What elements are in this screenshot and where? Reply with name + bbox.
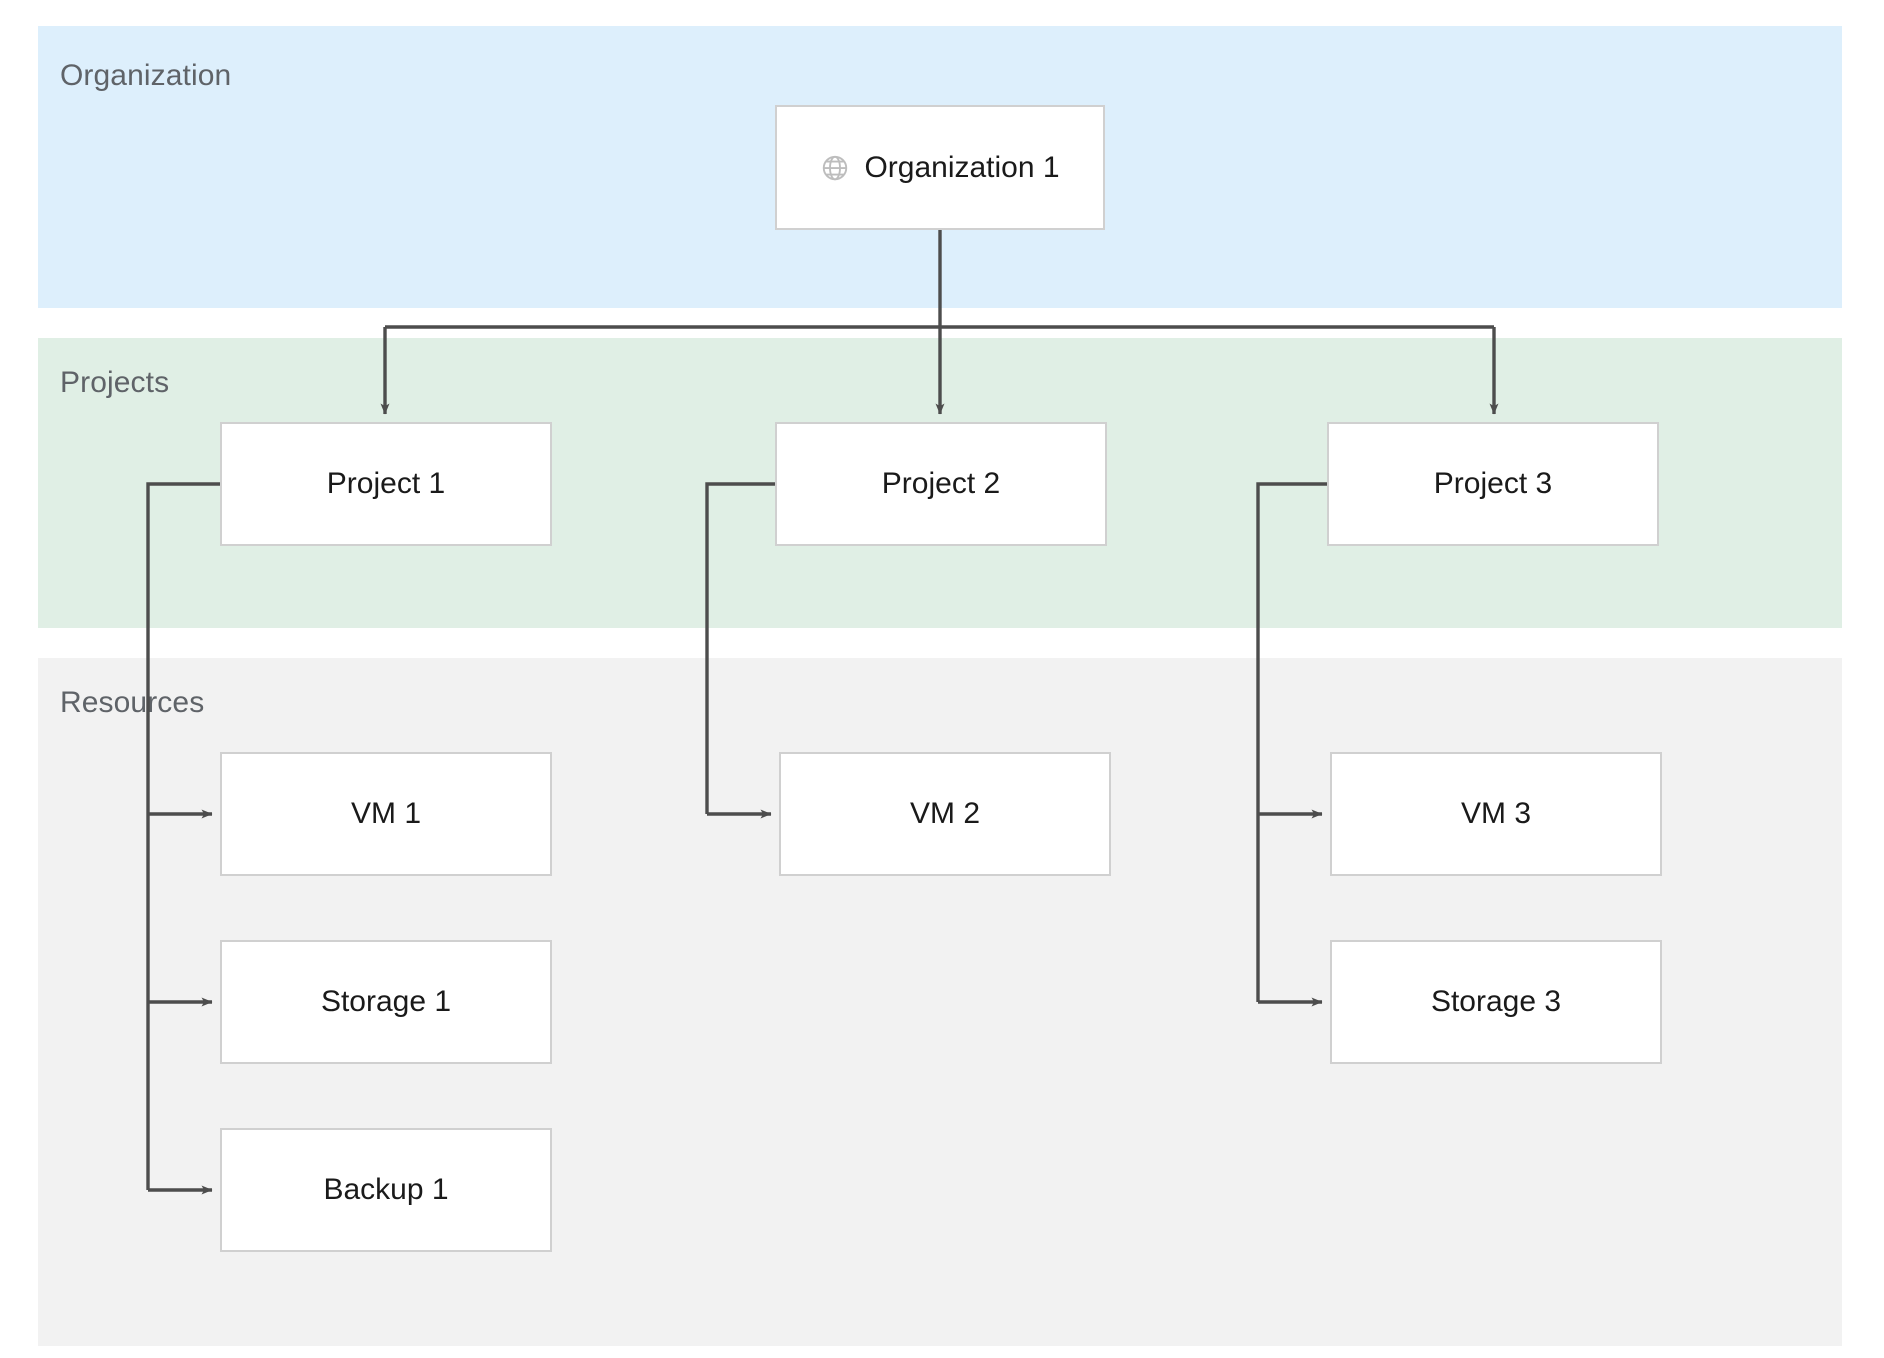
node-vm-1[interactable]: VM 1	[220, 752, 552, 876]
node-label-project-1: Project 1	[326, 467, 446, 500]
node-project-3[interactable]: Project 3	[1327, 422, 1659, 546]
node-label-vm-3: VM 3	[1460, 797, 1532, 830]
band-label-resources: Resources	[60, 686, 205, 719]
node-label-storage-1: Storage 1	[320, 985, 452, 1018]
node-vm-2[interactable]: VM 2	[779, 752, 1111, 876]
node-backup-1[interactable]: Backup 1	[220, 1128, 552, 1252]
node-label-project-2: Project 2	[881, 467, 1001, 500]
node-organization-1[interactable]: Organization 1	[775, 105, 1105, 230]
node-label-vm-1: VM 1	[350, 797, 422, 830]
node-label-storage-3: Storage 3	[1430, 985, 1562, 1018]
node-label-organization-1: Organization 1	[864, 150, 1060, 184]
globe-icon	[820, 153, 850, 183]
node-label-project-3: Project 3	[1433, 467, 1553, 500]
node-project-1[interactable]: Project 1	[220, 422, 552, 546]
node-project-2[interactable]: Project 2	[775, 422, 1107, 546]
node-storage-1[interactable]: Storage 1	[220, 940, 552, 1064]
node-vm-3[interactable]: VM 3	[1330, 752, 1662, 876]
node-storage-3[interactable]: Storage 3	[1330, 940, 1662, 1064]
band-label-projects: Projects	[60, 366, 170, 399]
node-label-backup-1: Backup 1	[323, 1173, 449, 1206]
band-label-organization: Organization	[60, 59, 232, 92]
node-label-vm-2: VM 2	[909, 797, 981, 830]
